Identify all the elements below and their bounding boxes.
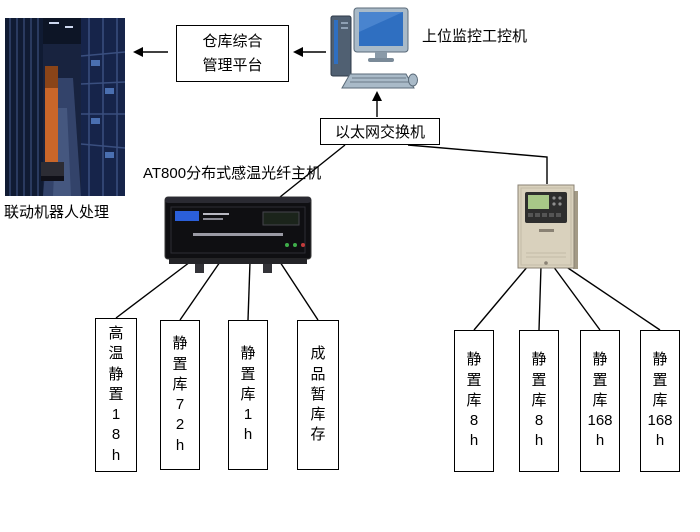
storage-box-168h-b: 静 置 库 168 h bbox=[640, 330, 680, 472]
storage-box-high-temp-18h: 高 温 静 置 1 8 h bbox=[95, 318, 137, 472]
management-platform-box: 仓库综合 管理平台 bbox=[176, 25, 289, 82]
ethernet-switch-label: 以太网交换机 bbox=[334, 124, 425, 141]
storage-box-label: 静 置 库 168 h bbox=[647, 351, 673, 450]
warehouse-photo bbox=[5, 18, 125, 196]
storage-box-label: 静 置 库 8 h bbox=[466, 351, 482, 450]
arrow-left-icon bbox=[133, 47, 143, 57]
storage-box-label: 成 品 暂 库 存 bbox=[310, 345, 326, 444]
wall-control-panel-device bbox=[517, 184, 578, 269]
storage-box-8h-a: 静 置 库 8 h bbox=[454, 330, 494, 472]
desktop-computer-icon bbox=[330, 7, 418, 89]
arrow-left-icon bbox=[293, 47, 303, 57]
photo-caption: 联动机器人处理 bbox=[4, 204, 110, 221]
at800-label: AT800分布式感温光纤主机 bbox=[143, 165, 322, 182]
storage-box-1h: 静 置 库 1 h bbox=[228, 320, 268, 470]
storage-box-label: 静 置 库 1 h bbox=[240, 345, 256, 444]
ethernet-switch-box: 以太网交换机 bbox=[320, 118, 440, 145]
storage-box-label: 静 置 库 7 2 h bbox=[172, 335, 188, 454]
storage-box-168h-a: 静 置 库 168 h bbox=[580, 330, 620, 472]
pc-label: 上位监控工控机 bbox=[422, 28, 528, 45]
at800-host-device bbox=[164, 196, 312, 273]
storage-box-finished-goods: 成 品 暂 库 存 bbox=[297, 320, 339, 470]
storage-box-label: 高 温 静 置 1 8 h bbox=[108, 325, 124, 464]
storage-box-label: 静 置 库 8 h bbox=[531, 351, 547, 450]
storage-box-72h: 静 置 库 7 2 h bbox=[160, 320, 200, 470]
management-platform-label: 仓库综合 管理平台 bbox=[202, 33, 263, 74]
storage-box-label: 静 置 库 168 h bbox=[587, 351, 613, 450]
storage-box-8h-b: 静 置 库 8 h bbox=[519, 330, 559, 472]
